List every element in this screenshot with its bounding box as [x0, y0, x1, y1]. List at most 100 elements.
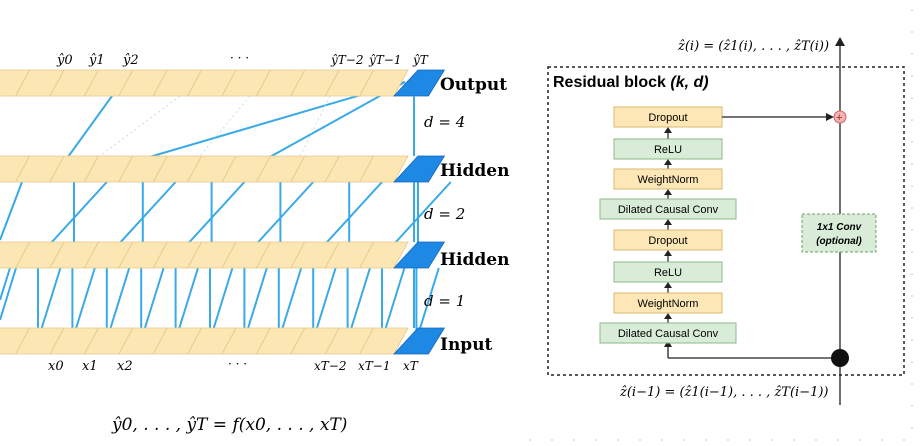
layer-label-hidden-2: Hidden — [440, 161, 509, 181]
output-last-cell — [393, 69, 446, 97]
conv1x1-optional-label: (optional) — [816, 236, 862, 247]
block-relu-bottom — [613, 261, 723, 283]
grid-dot — [911, 339, 913, 341]
hidden-1-last-cell — [393, 241, 446, 269]
output-tick-y1: ŷ1 — [88, 53, 105, 68]
output-tick-yT: ŷT — [412, 53, 429, 67]
grid-dot — [911, 361, 913, 363]
input-tick-x1: x1 — [82, 359, 98, 374]
input-last-cell — [393, 327, 446, 355]
grid-dot — [911, 53, 913, 55]
grid-dot — [911, 251, 913, 253]
block-weightnorm-bottom-label: WeightNorm — [638, 298, 699, 310]
block-relu-top — [613, 138, 723, 160]
grid-dot — [837, 439, 839, 441]
grid-dot — [749, 439, 751, 441]
vertical-skip-lines — [99, 95, 415, 328]
grid-dot — [727, 439, 729, 441]
block-weightnorm-top-label: WeightNorm — [638, 174, 699, 186]
link-d2-edge — [0, 181, 23, 241]
conv1x1-box — [801, 213, 877, 253]
conv1x1-label: 1x1 Conv — [817, 222, 863, 233]
link-d1-edge-2 — [0, 267, 11, 301]
grid-dot — [903, 439, 905, 441]
output-tick-y2: ŷ2 — [122, 53, 139, 68]
grid-dot — [911, 9, 913, 11]
input-tick-x2: x2 — [117, 359, 133, 374]
sum-plus-icon: + — [836, 112, 842, 124]
layer-label-output: Output — [440, 75, 507, 95]
stack-arrowhead-icon — [664, 313, 672, 319]
stack-arrowhead-icon — [664, 282, 672, 288]
block-dilated-top — [599, 198, 737, 220]
dilation-label-4: d = 4 — [424, 113, 465, 131]
block-dropout-bottom — [613, 229, 723, 251]
dilated-conv-stack: Output Hidden Hidden Input d = 4 d = 2 d… — [0, 51, 509, 435]
residual-output-equation: ẑ(i) = (ẑ1(i), . . . , ẑT(i)) — [677, 39, 829, 54]
grid-dot — [683, 439, 685, 441]
residual-block-title: Residual block (k, d) — [553, 74, 709, 91]
input-tick-xT-1: xT−1 — [358, 359, 390, 373]
block-dilated-top-label: Dilated Causal Conv — [618, 204, 719, 216]
guide-dotted-line — [99, 95, 181, 157]
grid-dot — [793, 439, 795, 441]
input-tick-ellipsis: · · · — [228, 357, 247, 371]
grid-dot — [573, 439, 575, 441]
input-tick-x0: x0 — [48, 359, 64, 374]
grid-dot — [911, 427, 913, 429]
link-d1-edge — [0, 267, 17, 321]
stack-arrowhead-icon — [664, 250, 672, 256]
grid-dot — [911, 185, 913, 187]
block-relu-bottom-label: ReLU — [654, 267, 682, 279]
grid-dot — [911, 273, 913, 275]
grid-dot — [551, 439, 553, 441]
block-dilated-bottom — [599, 322, 737, 344]
grid-dot — [911, 317, 913, 319]
grid-dot — [617, 439, 619, 441]
grid-dot — [705, 439, 707, 441]
grid-dot — [911, 405, 913, 407]
grid-dot — [911, 383, 913, 385]
dropout-to-sum-arrowhead-icon — [826, 113, 834, 121]
grid-dot — [911, 207, 913, 209]
grid-dot — [881, 439, 883, 441]
grid-dot — [639, 439, 641, 441]
grid-dot — [771, 439, 773, 441]
block-dropout-top-label: Dropout — [648, 112, 687, 124]
sum-node — [833, 110, 847, 124]
output-tick-ellipsis: · · · — [230, 51, 249, 65]
layer-label-hidden-1: Hidden — [440, 250, 509, 270]
block-relu-top-label: ReLU — [654, 144, 682, 156]
grid-dot — [529, 439, 531, 441]
residual-input-equation: ẑ(i−1) = (ẑ1(i−1), . . . , ẑT(i−1)) — [619, 385, 829, 400]
layer-label-input: Input — [440, 335, 493, 355]
layer-rows — [0, 69, 446, 355]
grid-dot — [911, 295, 913, 297]
junction-dot — [831, 349, 849, 367]
grid-dot — [911, 141, 913, 143]
block-weightnorm-bottom — [613, 292, 723, 314]
block-dropout-bottom-label: Dropout — [648, 235, 687, 247]
grid-dot — [911, 163, 913, 165]
block-weightnorm-top — [613, 168, 723, 190]
residual-block: Residual block (k, d) ẑ(i) = (ẑ1(i), . .… — [529, 9, 913, 441]
hidden-2-last-cell — [393, 155, 446, 183]
stack-arrowhead-icon — [664, 127, 672, 133]
dilation-label-2: d = 2 — [424, 205, 465, 223]
stack-arrowhead-icon — [664, 189, 672, 195]
block-dilated-bottom-label: Dilated Causal Conv — [618, 328, 719, 340]
grid-dot — [661, 439, 663, 441]
grid-dot — [911, 229, 913, 231]
grid-dot — [911, 31, 913, 33]
grid-dot — [911, 119, 913, 121]
identity-arrowhead-icon — [835, 37, 845, 46]
grid-dot — [911, 75, 913, 77]
stack-arrowhead-icon — [664, 159, 672, 165]
input-tick-xT: xT — [403, 359, 419, 373]
tcn-equation: ŷ0, . . . , ŷT = f(x0, . . . , xT) — [111, 415, 347, 435]
grid-dot — [911, 97, 913, 99]
dilation-label-1: d = 1 — [424, 292, 465, 310]
input-tick-xT-2: xT−2 — [314, 359, 346, 373]
